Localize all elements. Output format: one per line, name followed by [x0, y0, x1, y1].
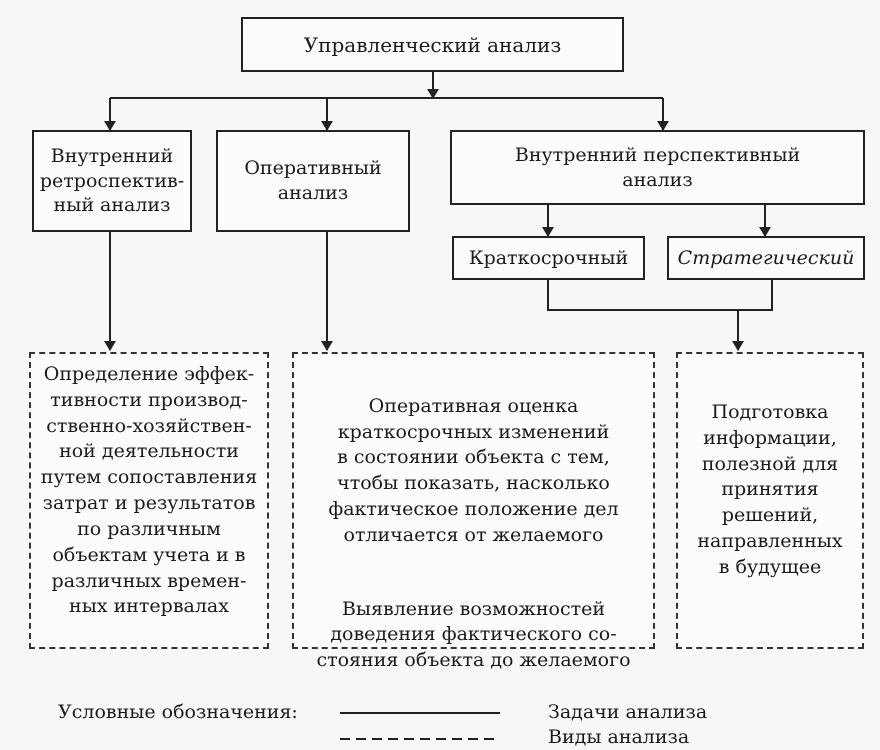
strategic-node: Стратегический [667, 236, 865, 280]
short-term-node: Краткосрочный [452, 236, 645, 280]
operational-task-box: Оперативная оценка краткосрочных изменен… [292, 352, 655, 671]
legend-solid-label: Задачи анализа [548, 701, 708, 723]
operational-analysis-node: Оперативный анализ [216, 130, 410, 232]
operational-task-2: Выявление возможностей доведения фактиче… [316, 597, 631, 672]
perspective-analysis-node: Внутренний перспективный анализ [450, 130, 865, 205]
merge-bracket [547, 280, 773, 311]
retrospective-task-box: Определение эффек- тивности производ- ст… [29, 352, 269, 649]
retrospective-analysis-node: Внутренний ретроспектив- ный анализ [32, 130, 192, 232]
root-node: Управленческий анализ [241, 17, 624, 72]
perspective-task-box: Подготовка информации, полезной для прин… [676, 352, 864, 649]
legend-title: Условные обозначения: [58, 701, 298, 723]
operational-task-1: Оперативная оценка краткосрочных изменен… [328, 394, 619, 546]
legend-dashed-label: Виды анализа [548, 726, 690, 748]
